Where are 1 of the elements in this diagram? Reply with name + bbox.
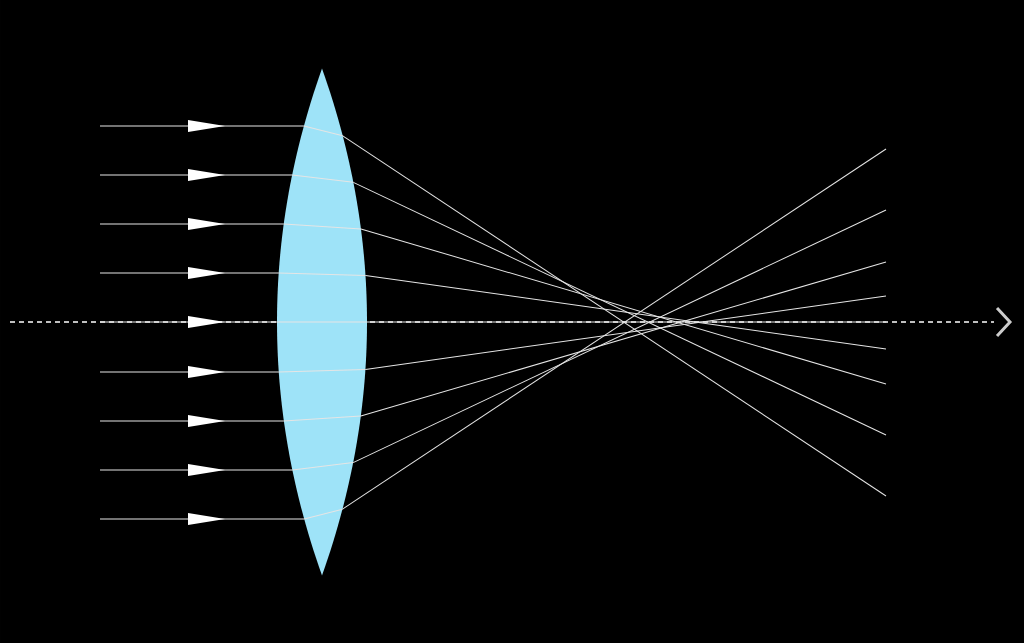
lens xyxy=(277,68,367,576)
